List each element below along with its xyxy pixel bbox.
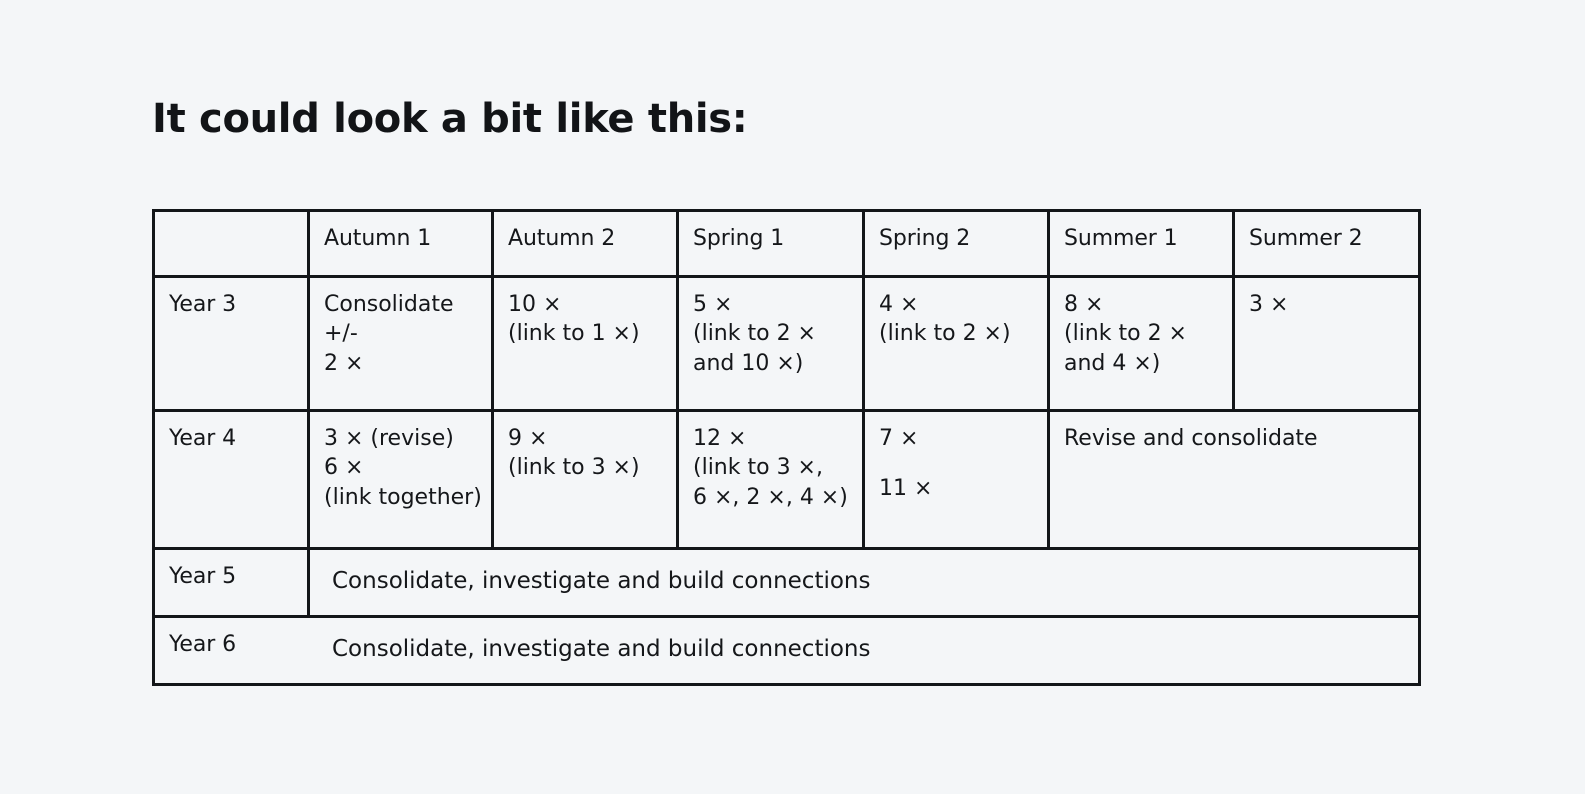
cell-year3-summer-2: 3 × <box>1232 275 1421 412</box>
cell-text-line: (link to 3 ×) <box>508 455 640 481</box>
cell-year3-summer-1: 8 × (link to 2 × and 4 ×) <box>1047 275 1235 412</box>
cell-text-line: (link to 2 ×) <box>879 321 1011 347</box>
cell-text-line: (link to 2 × <box>693 321 816 347</box>
table-row-year-6: Year 6 Consolidate, investigate and buil… <box>152 615 1421 686</box>
cell-year4-spring-2: 7 × 11 × <box>862 409 1050 550</box>
cell-text-line: 10 × <box>508 292 562 317</box>
cell-text-line: 9 × <box>508 426 548 451</box>
header-cell-summer-2: Summer 2 <box>1232 209 1421 278</box>
row-label-year-4: Year 4 <box>152 409 310 550</box>
header-cell-autumn-2: Autumn 2 <box>491 209 679 278</box>
page-title: It could look a bit like this: <box>152 96 748 142</box>
cell-year3-autumn-2: 10 × (link to 1 ×) <box>491 275 679 412</box>
cell-year4-summer-merged: Revise and consolidate <box>1047 409 1421 550</box>
cell-text-line: and 10 ×) <box>693 350 804 376</box>
cell-text-line <box>879 453 1033 474</box>
cell-text-line: Consolidate <box>324 292 454 317</box>
cell-text-line: Consolidate, investigate and build conne… <box>332 568 871 594</box>
table-body: Year 3 Consolidate +/- 2 × 10 × (link to 1 … <box>152 275 1421 686</box>
cell-text-line: 4 × <box>879 292 919 317</box>
cell-text-line: 6 ×, 2 ×, 4 ×) <box>693 484 848 510</box>
cell-text-line: 3 × (revise) <box>324 426 454 451</box>
cell-text-line: 5 × <box>693 292 733 317</box>
cell-year3-autumn-1: Consolidate +/- 2 × <box>307 275 494 412</box>
row-label-year-5: Year 5 <box>152 547 310 618</box>
cell-text-line: 11 × <box>879 476 933 502</box>
header-cell-spring-1: Spring 1 <box>676 209 865 278</box>
cell-text-line: Revise and consolidate <box>1064 426 1318 451</box>
cell-text-line: Consolidate, investigate and build conne… <box>332 636 871 662</box>
cell-text-line: 3 × <box>1249 292 1289 317</box>
table-row-year-5: Year 5 Consolidate, investigate and buil… <box>152 547 1421 618</box>
cell-text-line: (link together) <box>324 484 482 510</box>
cell-year4-spring-1: 12 × (link to 3 ×, 6 ×, 2 ×, 4 ×) <box>676 409 865 550</box>
cell-text-line: +/- <box>324 321 358 347</box>
cell-text-line: 12 × <box>693 426 747 451</box>
table-header: Autumn 1 Autumn 2 Spring 1 Spring 2 Summ… <box>152 209 1421 278</box>
cell-text-line: (link to 1 ×) <box>508 321 640 347</box>
row-label-year-6: Year 6 <box>152 615 309 686</box>
cell-text-line: 7 × <box>879 426 919 451</box>
cell-text-line: (link to 3 ×, <box>693 455 823 481</box>
cell-year4-autumn-2: 9 × (link to 3 ×) <box>491 409 679 550</box>
cell-year3-spring-2: 4 × (link to 2 ×) <box>862 275 1050 412</box>
cell-text-line: 2 × <box>324 350 364 376</box>
cell-text-line: 6 × <box>324 455 364 481</box>
cell-text-line: (link to 2 × <box>1064 321 1187 347</box>
table-row-year-4: Year 4 3 × (revise) 6 × (link together) 9 … <box>152 409 1421 550</box>
row-label-year-3: Year 3 <box>152 275 310 412</box>
header-cell-corner <box>152 209 310 278</box>
header-cell-summer-1: Summer 1 <box>1047 209 1235 278</box>
cell-text-line: and 4 ×) <box>1064 350 1161 376</box>
header-cell-spring-2: Spring 2 <box>862 209 1050 278</box>
curriculum-table-container: Autumn 1 Autumn 2 Spring 1 Spring 2 Summ… <box>152 209 1421 686</box>
cell-year5-all-terms: Consolidate, investigate and build conne… <box>307 547 1421 618</box>
curriculum-table: Autumn 1 Autumn 2 Spring 1 Spring 2 Summ… <box>152 209 1421 686</box>
cell-year4-autumn-1: 3 × (revise) 6 × (link together) <box>307 409 494 550</box>
table-row-year-3: Year 3 Consolidate +/- 2 × 10 × (link to 1 … <box>152 275 1421 412</box>
cell-year3-spring-1: 5 × (link to 2 × and 10 ×) <box>676 275 865 412</box>
cell-year6-all-terms: Consolidate, investigate and build conne… <box>307 615 1421 686</box>
header-cell-autumn-1: Autumn 1 <box>307 209 494 278</box>
cell-text-line: 8 × <box>1064 292 1104 317</box>
header-row: Autumn 1 Autumn 2 Spring 1 Spring 2 Summ… <box>152 209 1421 278</box>
